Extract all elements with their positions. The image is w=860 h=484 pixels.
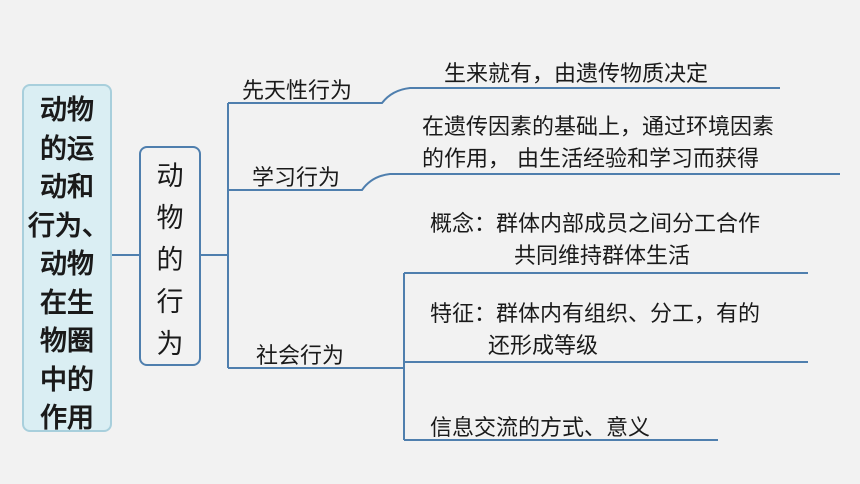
learned-behavior-label: 学习行为 xyxy=(252,166,341,191)
root-line: 动和 xyxy=(40,172,94,203)
innate-behavior-label: 先天性行为 xyxy=(242,79,353,104)
root-line: 动物 xyxy=(40,249,94,280)
innate-behavior-desc: 生来就有，由遗传物质决定 xyxy=(444,62,709,87)
feature-line: 特征：群体内有组织、分工，有的 xyxy=(430,302,761,327)
root-line: 行为、 xyxy=(28,210,109,242)
concept-line: 共同维持群体生活 xyxy=(514,244,691,269)
learned-desc-line: 在遗传因素的基础上，通过环境因素 xyxy=(422,115,775,140)
root-line: 动物 xyxy=(40,95,94,126)
root-line: 物圈 xyxy=(40,326,94,357)
root-line: 作用 xyxy=(40,403,94,434)
root-line: 中的 xyxy=(40,364,94,396)
social-behavior-label: 社会行为 xyxy=(256,344,345,369)
middle-char: 为 xyxy=(156,329,184,360)
root-topic-box: 动物 的运 动和 行为、 动物 在生 物圈 中的 作用 xyxy=(22,84,112,434)
learned-desc-line: 的作用， 由生活经验和学习而获得 xyxy=(422,147,759,172)
social-communication: 信息交流的方式、意义 xyxy=(430,416,651,441)
learned-behavior-desc: 在遗传因素的基础上，通过环境因素 的作用， 由生活经验和学习而获得 xyxy=(422,112,774,176)
middle-char: 物 xyxy=(156,203,184,234)
social-concept: 概念：群体内部成员之间分工合作 共同维持群体生活 xyxy=(430,209,760,273)
middle-topic-box: 动 物 的 行 为 xyxy=(139,146,201,366)
root-line: 的运 xyxy=(40,133,94,165)
middle-char: 的 xyxy=(156,245,184,276)
concept-line: 概念：群体内部成员之间分工合作 xyxy=(430,212,761,237)
middle-char: 动 xyxy=(156,161,184,192)
root-line: 在生 xyxy=(40,287,94,319)
feature-line: 还形成等级 xyxy=(488,334,599,359)
middle-char: 行 xyxy=(156,287,184,318)
social-feature: 特征：群体内有组织、分工，有的 还形成等级 xyxy=(430,299,760,363)
